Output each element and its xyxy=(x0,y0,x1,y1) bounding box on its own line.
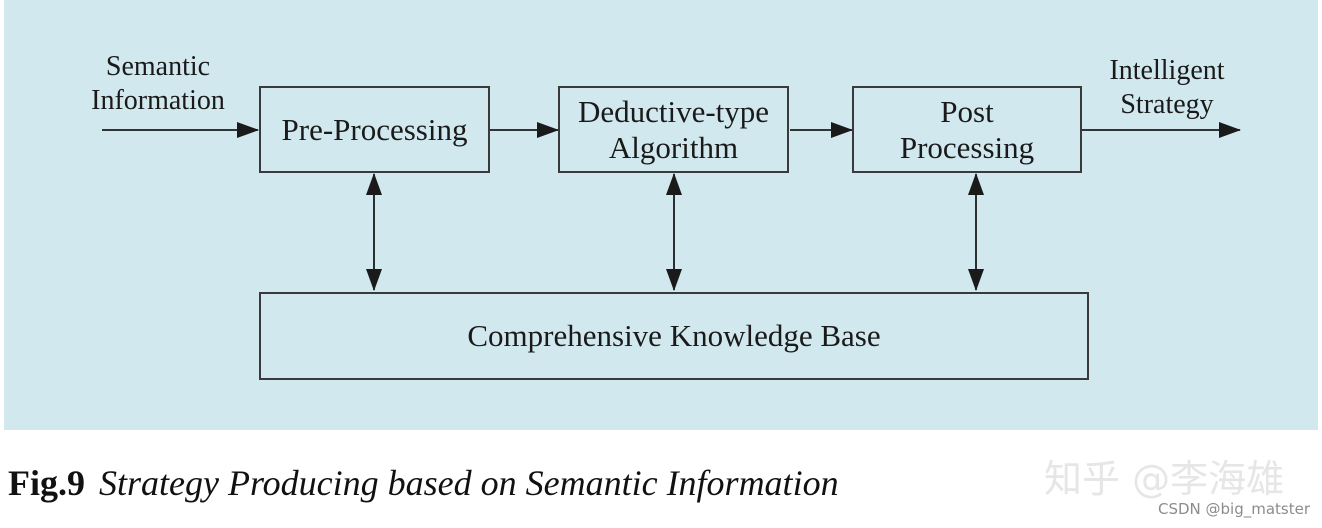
post-processing-label-line-2: Processing xyxy=(899,129,1035,165)
output-label-line-2: Strategy xyxy=(1120,88,1214,120)
post-processing-label-line-1: Post xyxy=(940,93,994,129)
input-label-line-1: Semantic xyxy=(105,51,211,82)
csdn-watermark: CSDN @big_matster xyxy=(1158,500,1311,518)
knowledge-base-box: Comprehensive Knowledge Base xyxy=(259,292,1089,380)
deductive-label-line-2: Algorithm xyxy=(608,129,739,165)
figure-caption: Fig.9 Strategy Producing based on Semanti… xyxy=(8,462,839,504)
deductive-algorithm-box: Deductive-type Algorithm xyxy=(558,86,789,173)
post-processing-box: Post Processing xyxy=(852,86,1082,173)
knowledge-base-label: Comprehensive Knowledge Base xyxy=(467,318,881,354)
pre-processing-box: Pre-Processing xyxy=(259,86,490,173)
output-label-line-1: Intelligent xyxy=(1109,55,1225,86)
diagram-connectors xyxy=(102,122,1241,291)
figure-title: Strategy Producing based on Semantic Inf… xyxy=(99,463,839,503)
pre-processing-label: Pre-Processing xyxy=(281,111,468,147)
deductive-label-line-1: Deductive-type xyxy=(577,93,770,129)
output-label: Intelligent Strategy xyxy=(1094,54,1240,121)
figure-number: Fig.9 xyxy=(8,463,85,503)
zhihu-watermark: 知乎 @李海雄 xyxy=(1044,457,1285,501)
input-label-line-2: Information xyxy=(91,84,225,116)
diagram-panel xyxy=(4,0,1318,430)
input-label: Semantic Information xyxy=(80,50,236,117)
